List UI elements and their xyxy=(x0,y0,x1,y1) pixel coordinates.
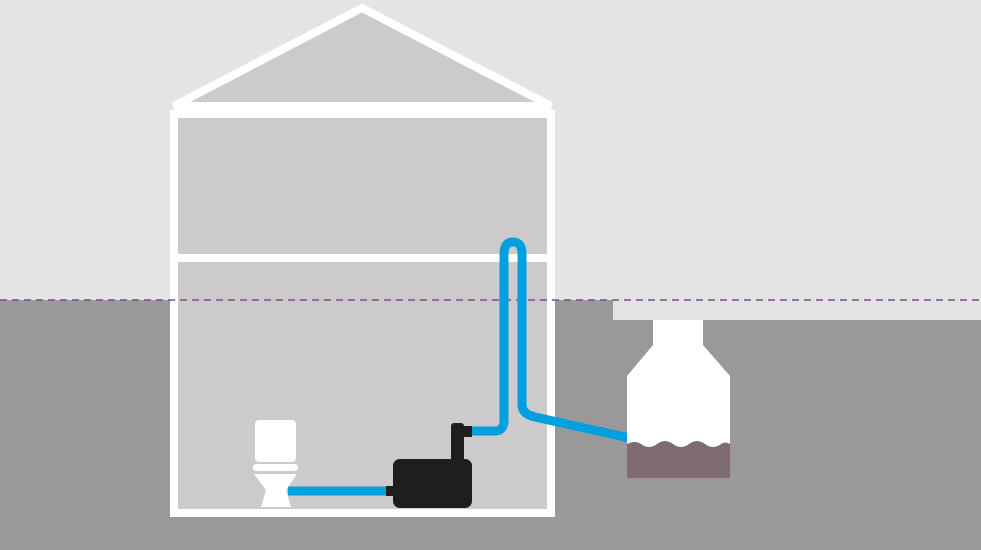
toilet-icon xyxy=(253,420,298,507)
house-body xyxy=(170,110,555,517)
pump-icon xyxy=(386,423,472,508)
sludge xyxy=(627,441,730,478)
house-icon xyxy=(170,3,555,517)
ground-slab xyxy=(613,300,981,320)
roof xyxy=(172,3,553,110)
pipe-icon xyxy=(288,237,639,496)
septic-tank-icon xyxy=(627,320,730,478)
